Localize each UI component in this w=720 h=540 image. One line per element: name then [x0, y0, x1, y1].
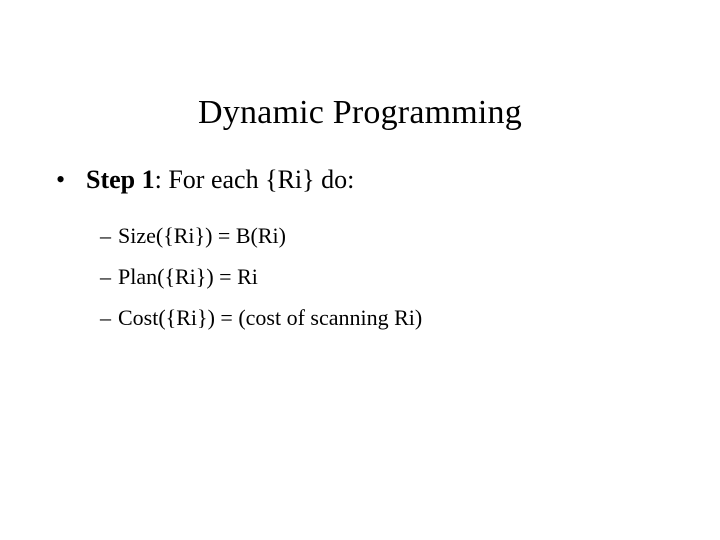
bullet-level1-lead-text: Step 1 [86, 165, 155, 194]
dash-marker-icon: – [100, 223, 111, 248]
bullet-level2-size: –Size({Ri}) = B(Ri) [52, 215, 692, 256]
dash-marker-icon: – [100, 305, 111, 330]
slide-title: Dynamic Programming [198, 93, 522, 131]
bullet-level2-cost-text: Cost({Ri}) = (cost of scanning Ri) [118, 305, 423, 330]
slide-body: •Step 1: For each {Ri} do: –Size({Ri}) =… [52, 162, 692, 338]
bullet-level2-plan: –Plan({Ri}) = Ri [52, 256, 692, 297]
dash-marker-icon: – [100, 264, 111, 289]
bullet-level2-plan-text: Plan({Ri}) = Ri [118, 264, 258, 289]
bullet-level2-cost: –Cost({Ri}) = (cost of scanning Ri) [52, 297, 692, 338]
sub-bullet-list: –Size({Ri}) = B(Ri) –Plan({Ri}) = Ri –Co… [52, 215, 692, 338]
bullet-level2-size-text: Size({Ri}) = B(Ri) [118, 223, 286, 248]
bullet-level1-rest-text: : For each {Ri} do: [154, 165, 355, 194]
bullet-level1-step1: • Step 1: For each {Ri} do: [52, 162, 692, 198]
bullet-dot-icon: • [56, 165, 66, 194]
